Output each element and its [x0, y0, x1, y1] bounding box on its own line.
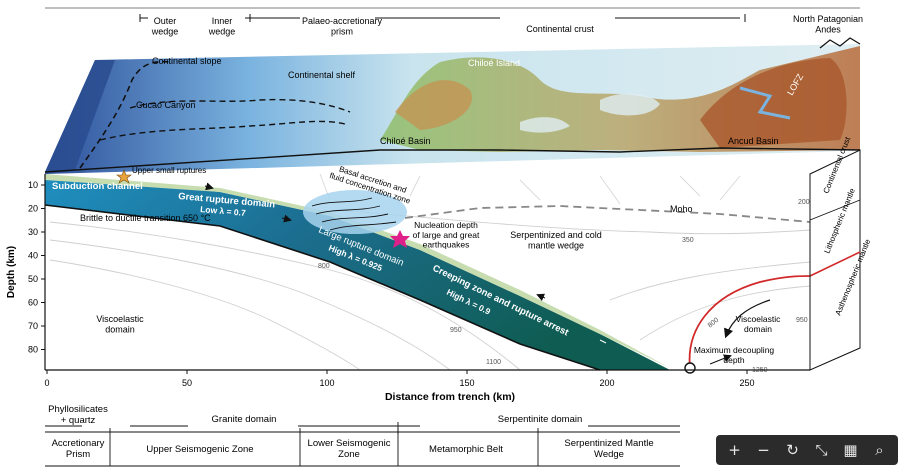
- ancud-basin-label: Ancud Basin: [728, 136, 779, 146]
- brittle-ductile-label: Brittle to ductile transition 650 °C: [80, 213, 211, 223]
- upper-small-ruptures-label: Upper small ruptures: [132, 166, 206, 175]
- chiloe-island-label: Chiloé Island: [468, 58, 520, 68]
- search-icon[interactable]: ⌕: [875, 441, 884, 459]
- x-tick-label: 250: [739, 378, 754, 388]
- isotherm-200: 200: [798, 199, 810, 206]
- moho-label: Moho: [670, 204, 693, 214]
- chiloe-basin-label: Chiloé Basin: [380, 136, 431, 146]
- y-axis-label: Depth (km): [6, 246, 17, 298]
- upper-seismogenic-cell: Upper Seismogenic Zone: [146, 444, 253, 455]
- continental-crust-label: Continental crust: [526, 24, 594, 34]
- subduction-channel-label: Subduction channel: [52, 181, 143, 192]
- continental-shelf-label: Continental shelf: [288, 70, 356, 80]
- isotherm-500: 500: [637, 342, 651, 354]
- isotherm-350: 350: [682, 237, 694, 244]
- granite-domain-label: Granite domain: [212, 414, 277, 425]
- surface-block: [44, 37, 861, 174]
- top-region-brackets: [139, 14, 746, 22]
- x-axis-label: Distance from trench (km): [385, 391, 515, 403]
- serpentinite-domain-label: Serpentinite domain: [498, 414, 583, 425]
- cross-section: [44, 169, 811, 374]
- zoom-out-icon[interactable]: −: [757, 441, 770, 459]
- y-tick-label: 50: [28, 274, 38, 284]
- y-tick-label: 40: [28, 251, 38, 261]
- x-tick-label: 100: [319, 378, 334, 388]
- y-tick-label: 10: [28, 180, 38, 190]
- grid-icon[interactable]: ▦: [843, 441, 858, 459]
- phyllosilicates-label: Phyllosilicates+ quartz: [48, 404, 108, 426]
- x-tick-label: 150: [459, 378, 474, 388]
- continental-slope-label: Continental slope: [152, 56, 222, 66]
- isotherm-950b: 950: [796, 317, 808, 324]
- rotate-icon[interactable]: ↻: [786, 441, 799, 459]
- isotherm-950a: 950: [450, 327, 462, 334]
- y-tick-label: 80: [28, 345, 38, 355]
- viewer-toolbar: + − ↻ ⤡ ▦ ⌕: [716, 435, 898, 465]
- metamorphic-belt-cell: Metamorphic Belt: [429, 444, 503, 455]
- x-tick-label: 50: [182, 378, 192, 388]
- isotherm-800a: 800: [318, 263, 330, 270]
- y-tick-label: 20: [28, 204, 38, 214]
- zoom-in-icon[interactable]: +: [728, 441, 741, 459]
- isotherm-1100: 1100: [486, 359, 501, 366]
- low-lambda-label: Low λ = 0.7: [200, 204, 247, 218]
- axes: 10 20 30 40 50 60 70 80 0 50 100 150 200 250: [28, 174, 810, 388]
- y-tick-label: 30: [28, 227, 38, 237]
- fit-screen-icon[interactable]: ⤡: [815, 441, 828, 459]
- y-tick-label: 60: [28, 298, 38, 308]
- x-tick-label: 200: [599, 378, 614, 388]
- cucao-canyon-label: Cucao Canyon: [136, 100, 196, 110]
- bottom-table: [45, 422, 680, 467]
- side-panel: [809, 149, 861, 371]
- x-tick-label: 0: [44, 378, 49, 388]
- y-tick-label: 70: [28, 321, 38, 331]
